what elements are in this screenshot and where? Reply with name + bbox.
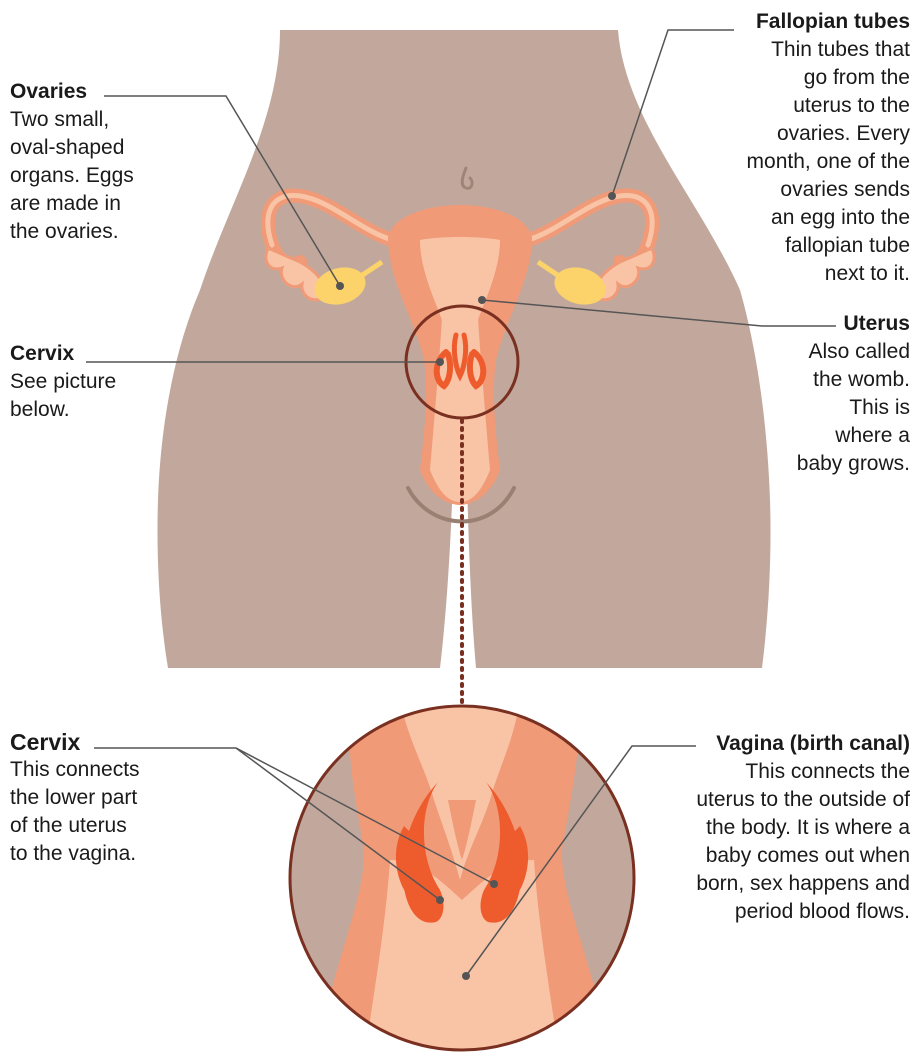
uterus-description: Also called the womb. This is where a ba… [760, 338, 910, 478]
cervix-top-pointer-dot [436, 358, 444, 366]
ovaries-label: Ovaries Two small, oval-shaped organs. E… [10, 78, 180, 246]
cervix-description: See picture below. [10, 368, 160, 424]
ovaries-pointer-dot [336, 282, 344, 290]
fallopian-tubes-description: Thin tubes that go from the uterus to th… [670, 36, 910, 288]
cervix-detail-label: Cervix This connects the lower part of t… [10, 728, 190, 868]
uterus-title: Uterus [760, 310, 910, 338]
uterus-label: Uterus Also called the womb. This is whe… [760, 310, 910, 478]
ovaries-title: Ovaries [10, 78, 180, 106]
fallopian-tubes-title: Fallopian tubes [670, 8, 910, 36]
fallopian-pointer-dot [608, 192, 616, 200]
vagina-label: Vagina (birth canal) This connects the u… [640, 730, 910, 926]
cervix-detail-description: This connects the lower part of the uter… [10, 756, 190, 868]
cervix-label: Cervix See picture below. [10, 340, 160, 424]
cervix-detail-title: Cervix [10, 728, 190, 756]
cervix-title: Cervix [10, 340, 160, 368]
cervix-detail-pointer-dot-b [436, 896, 444, 904]
vagina-pointer-dot [462, 972, 470, 980]
uterus-pointer-dot [478, 296, 486, 304]
vagina-description: This connects the uterus to the outside … [640, 758, 910, 926]
fallopian-tubes-label: Fallopian tubes Thin tubes that go from … [670, 8, 910, 288]
ovaries-description: Two small, oval-shaped organs. Eggs are … [10, 106, 180, 246]
cervix-detail-view [280, 700, 650, 1055]
cervix-detail-pointer-dot-a [490, 880, 498, 888]
vagina-title: Vagina (birth canal) [640, 730, 910, 758]
